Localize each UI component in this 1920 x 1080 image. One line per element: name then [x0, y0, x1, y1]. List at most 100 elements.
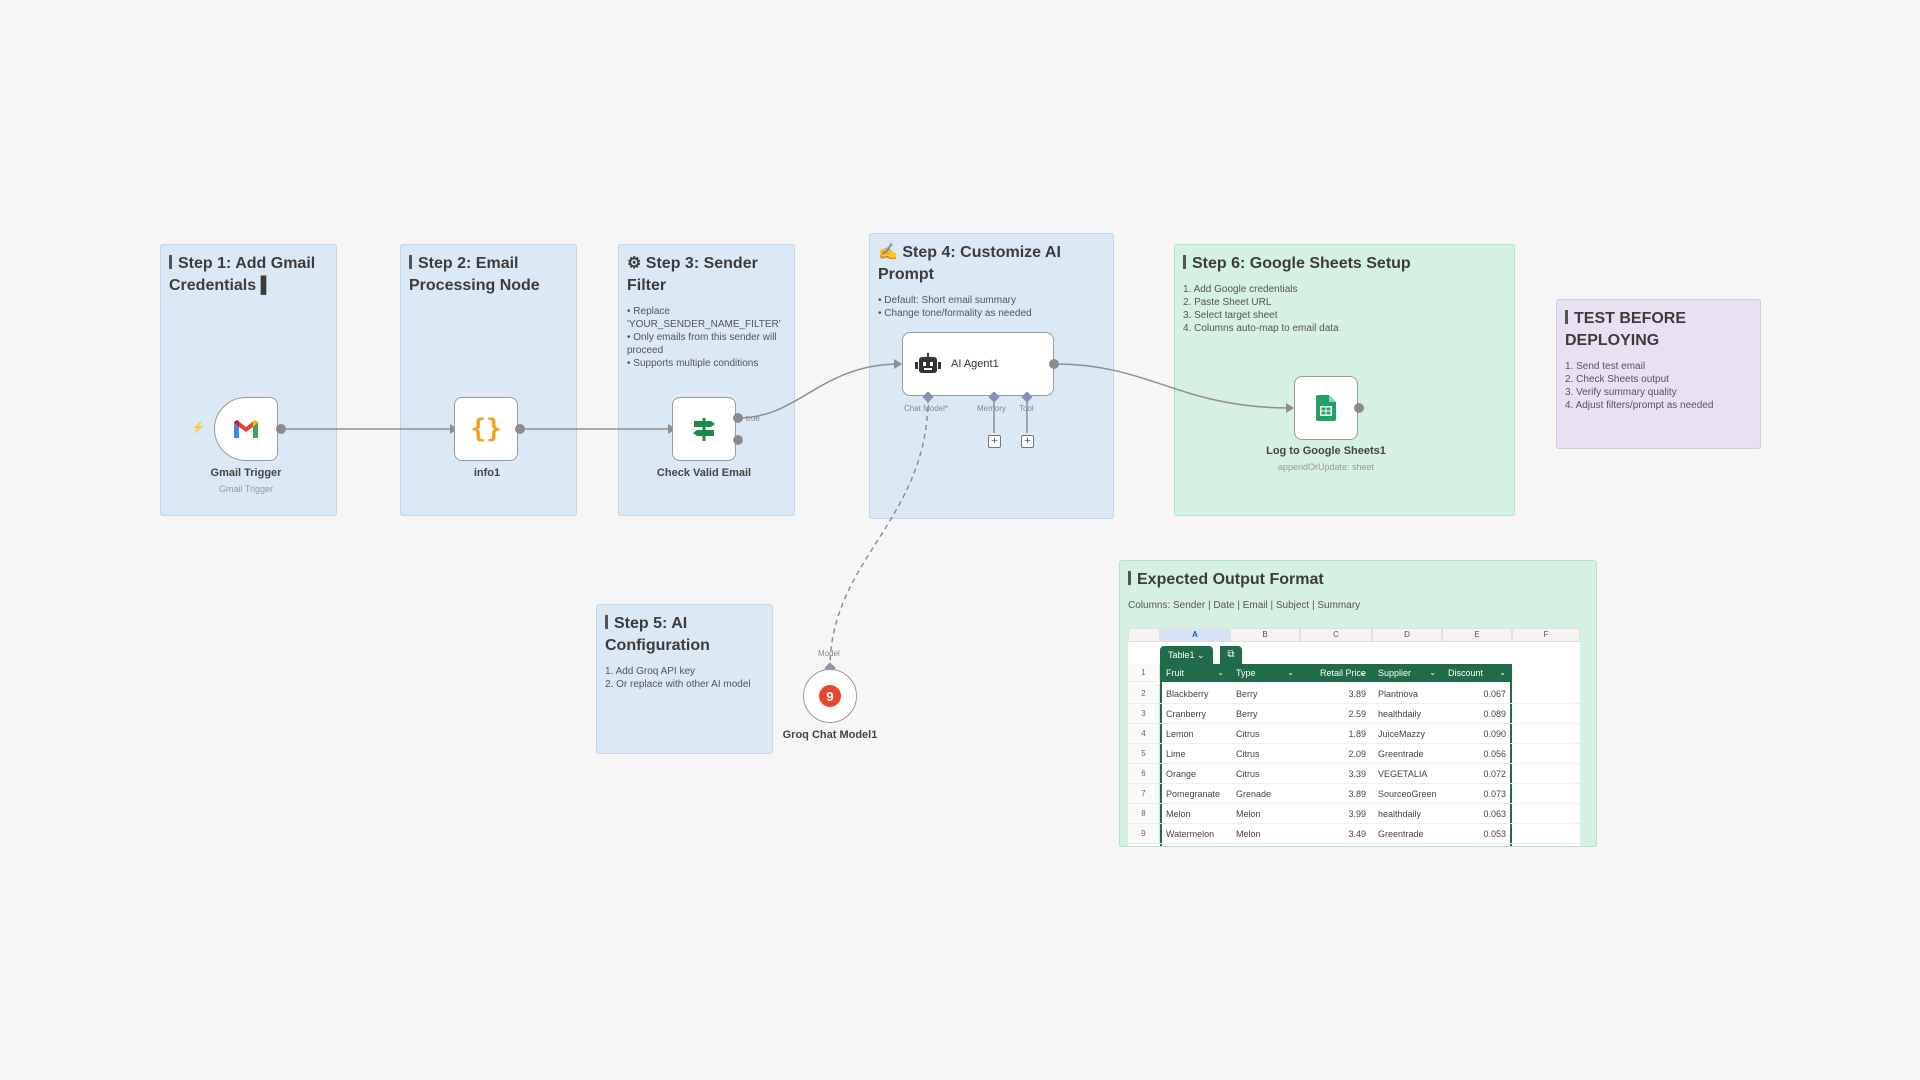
ai-agent-label: AI Agent1 — [951, 358, 999, 370]
table-cell: 0.090 — [1442, 724, 1512, 744]
gear-icon: ⚙ — [627, 255, 642, 272]
step1-title: Step 1: Add Gmail Credentials ▌ — [169, 255, 316, 294]
true-output-port[interactable] — [733, 413, 743, 423]
table-cell: Citrus — [1230, 724, 1300, 744]
table-cell: Citrus — [1230, 744, 1300, 764]
table-copy-icon: ⧉ — [1220, 646, 1242, 664]
table-cell: 3.39 — [1300, 764, 1372, 784]
empty-cell — [1512, 824, 1580, 844]
table-cell: 0.073 — [1442, 784, 1512, 804]
col-letter: E — [1442, 628, 1512, 642]
info-node[interactable]: {} — [454, 397, 518, 461]
table-cell: Greentrade — [1372, 744, 1442, 764]
output-columns: Columns: Sender | Date | Email | Subject… — [1128, 600, 1361, 611]
table-cell: Lemon — [1160, 724, 1230, 744]
gmail-trigger-node[interactable] — [214, 397, 278, 461]
step5-notes: 1. Add Groq API key 2. Or replace with o… — [605, 666, 751, 690]
table-header-row: Fruit⌄ Type⌄ Retail Price⌄ Supplier⌄ Dis… — [1160, 664, 1512, 682]
table-cell: 0.053 — [1442, 824, 1512, 844]
table-cell: Melon — [1230, 804, 1300, 824]
table-cell: 2.09 — [1300, 744, 1372, 764]
table-cell: Berry — [1230, 684, 1300, 704]
google-sheets-sub: appendOrUpdate: sheet — [1277, 462, 1375, 472]
model-port-label: Model — [818, 649, 840, 658]
table-cell: 0.089 — [1442, 704, 1512, 724]
row-number: 5 — [1128, 744, 1160, 764]
robot-icon — [915, 353, 941, 373]
header-cell: Discount⌄ — [1448, 668, 1506, 678]
sticky-step1[interactable]: Step 1: Add Gmail Credentials ▌ — [160, 244, 337, 516]
col-letter: C — [1300, 628, 1372, 642]
test-notes: 1. Send test email 2. Check Sheets outpu… — [1565, 361, 1714, 411]
table-cell: Orange — [1160, 764, 1230, 784]
step4-notes: • Default: Short email summary • Change … — [878, 295, 1032, 319]
info-label: info1 — [473, 467, 501, 479]
table-cell: 0.067 — [1442, 684, 1512, 704]
add-tool-button[interactable]: + — [1021, 435, 1034, 448]
col-letter: A — [1160, 628, 1230, 642]
memory-port-label: Memory — [977, 404, 1006, 413]
table-border — [1160, 682, 1512, 846]
table-cell: 3.99 — [1300, 804, 1372, 824]
header-cell: Supplier⌄ — [1378, 668, 1436, 678]
row-number: 7 — [1128, 784, 1160, 804]
ai-agent-node[interactable]: AI Agent1 — [902, 332, 1054, 396]
table-name-tab: Table1 ⌄ — [1160, 646, 1213, 664]
table-cell: Plantnova — [1372, 684, 1442, 704]
sticky-test-before-deploying[interactable]: TEST BEFORE DEPLOYING 1. Send test email… — [1556, 299, 1761, 449]
step3-notes: • Replace 'YOUR_SENDER_NAME_FILTER' • On… — [627, 306, 781, 369]
table-cell: Melon — [1160, 804, 1230, 824]
empty-cell — [1512, 784, 1580, 804]
empty-cell — [1512, 804, 1580, 824]
sticky-step5[interactable]: Step 5: AI Configuration 1. Add Groq API… — [596, 604, 773, 754]
google-sheets-icon — [1316, 395, 1336, 421]
output-port[interactable] — [1354, 403, 1364, 413]
trigger-bolt-icon: ⚡ — [191, 422, 205, 434]
empty-cell — [1512, 744, 1580, 764]
code-braces-icon: {} — [470, 414, 502, 444]
false-output-port[interactable] — [733, 435, 743, 445]
header-cell: Type⌄ — [1236, 668, 1294, 678]
table-cell: Berry — [1230, 704, 1300, 724]
output-port[interactable] — [1049, 359, 1059, 369]
table-cell: Greentrade — [1372, 824, 1442, 844]
empty-cell — [1512, 764, 1580, 784]
groq-icon: 9 — [819, 685, 841, 707]
table-cell: Pomegranate — [1160, 784, 1230, 804]
groq-chat-model-label: Groq Chat Model1 — [782, 729, 878, 741]
table-cell: 0.072 — [1442, 764, 1512, 784]
add-memory-button[interactable]: + — [988, 435, 1001, 448]
step2-title: Step 2: Email Processing Node — [409, 255, 540, 294]
groq-chat-model-node[interactable]: 9 — [803, 669, 857, 723]
output-title: Expected Output Format — [1128, 569, 1588, 591]
empty-cell — [1512, 724, 1580, 744]
google-sheets-label: Log to Google Sheets1 — [1266, 445, 1386, 457]
tool-port-label: Tool — [1019, 404, 1034, 413]
table-cell: 2.59 — [1300, 704, 1372, 724]
spreadsheet-preview: A B C D E F Table1 ⌄ ⧉ 1 Fruit⌄ Type⌄ Re… — [1128, 628, 1580, 846]
step6-notes: 1. Add Google credentials 2. Paste Sheet… — [1183, 284, 1339, 334]
signpost-icon — [693, 418, 715, 441]
table-cell: 1.89 — [1300, 724, 1372, 744]
table-cell: Grenade — [1230, 784, 1300, 804]
test-title: TEST BEFORE DEPLOYING — [1565, 310, 1687, 349]
output-port[interactable] — [276, 424, 286, 434]
table-cell: 3.49 — [1300, 824, 1372, 844]
table-cell: healthdaily — [1372, 704, 1442, 724]
output-port[interactable] — [515, 424, 525, 434]
check-valid-email-node[interactable] — [672, 397, 736, 461]
row-number: 2 — [1128, 684, 1160, 704]
col-letter: F — [1512, 628, 1580, 642]
table-cell: Citrus — [1230, 764, 1300, 784]
pen-icon: ✍ — [878, 244, 898, 261]
row-number: 3 — [1128, 704, 1160, 724]
gmail-trigger-sub: Gmail Trigger — [218, 484, 273, 494]
table-cell: healthdaily — [1372, 804, 1442, 824]
table-cell: Melon — [1230, 824, 1300, 844]
sticky-step2[interactable]: Step 2: Email Processing Node — [400, 244, 577, 516]
google-sheets-node[interactable] — [1294, 376, 1358, 440]
table-cell: Cranberry — [1160, 704, 1230, 724]
col-letter: D — [1372, 628, 1442, 642]
